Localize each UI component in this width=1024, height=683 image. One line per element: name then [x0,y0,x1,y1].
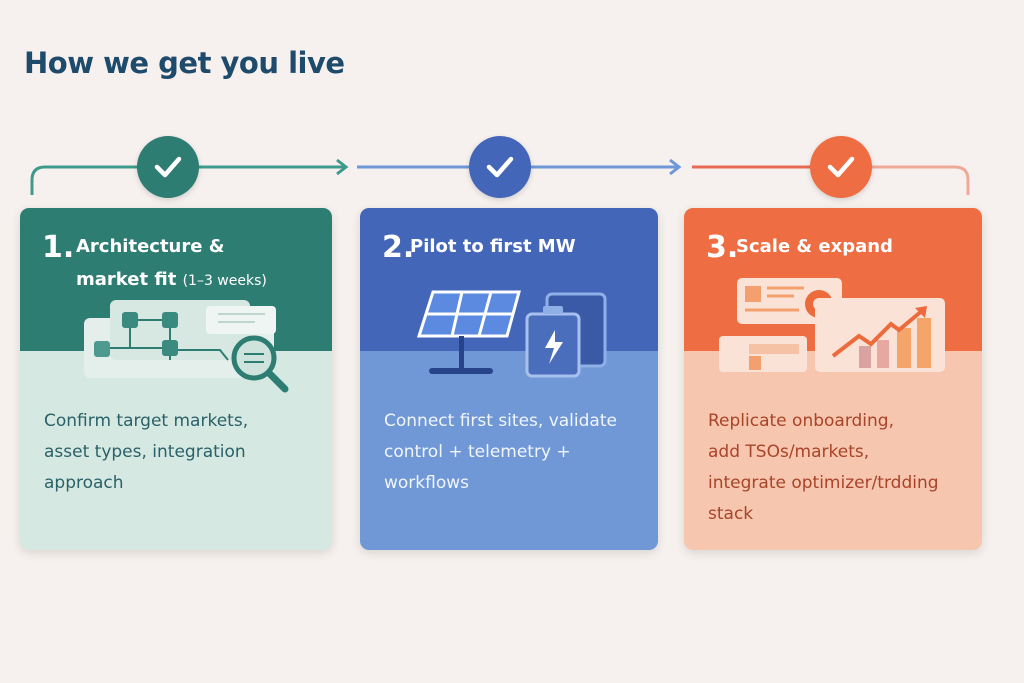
step-description: Confirm target markets,asset types, inte… [44,411,249,493]
step-title: Architecture &market fit (1–3 weeks) [76,236,267,290]
architecture-diagram-search-icon [84,300,289,393]
step-card-1: 1. Architecture &market fit (1–3 weeks) … [20,208,332,550]
step-2-check-icon [469,136,531,198]
step-number: 1. [42,230,75,265]
step-title: Scale & expand [736,236,893,257]
step-number: 3. [706,230,739,265]
step-card-3: 3. Scale & expand Replicate onboarding,a… [684,208,982,550]
step-description: Replicate onboarding,add TSOs/markets,in… [708,411,939,524]
solar-panel-battery-icon [416,290,607,378]
step-1-check-icon [137,136,199,198]
step-number: 2. [382,230,415,265]
page-title: How we get you live [24,46,345,80]
step-title: Pilot to first MW [410,236,576,257]
step-card-2: 2. Pilot to first MW Connect first sites… [360,208,658,550]
step-3-check-icon [810,136,872,198]
dashboard-growth-chart-icon [719,278,945,372]
